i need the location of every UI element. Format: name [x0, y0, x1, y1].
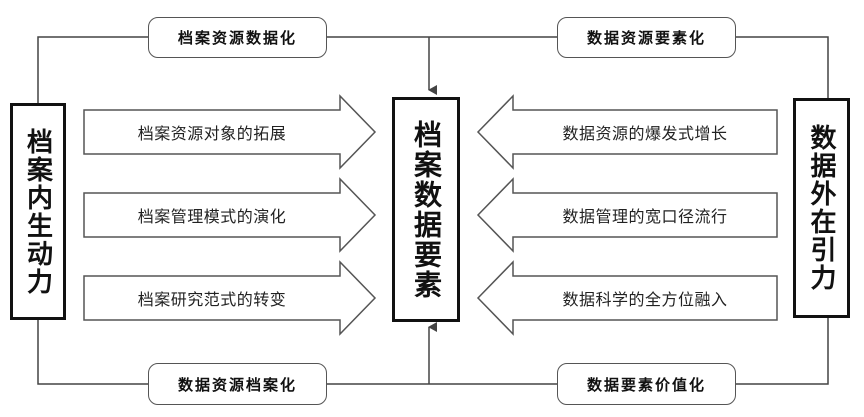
- top-connector-line: [37, 36, 829, 103]
- right-arrow-1-shape: [476, 94, 778, 170]
- left-arrow-3-label: 档案研究范式的转变: [137, 290, 287, 309]
- left-arrow-1-label: 档案资源对象的拓展: [137, 124, 287, 143]
- right-arrow-3-label: 数据科学的全方位融入: [562, 290, 728, 309]
- top-left-pill: 档案资源数据化: [148, 17, 327, 58]
- top-right-pill: 数据资源要素化: [557, 17, 736, 58]
- center-box-label: 档案数据要素: [410, 119, 443, 300]
- center-box: 档案数据要素: [392, 97, 460, 322]
- right-arrow-2-label: 数据管理的宽口径流行: [562, 207, 728, 226]
- bottom-connector-line: [37, 318, 829, 385]
- bottom-left-pill: 数据资源档案化: [148, 363, 327, 405]
- bottom-right-pill: 数据要素价值化: [557, 363, 736, 405]
- right-box: 数据外在引力: [793, 98, 850, 318]
- left-box-label: 档案内生动力: [22, 127, 53, 296]
- left-arrow-3-shape: [83, 260, 377, 336]
- right-arrow-1-label: 数据资源的爆发式增长: [562, 124, 728, 143]
- left-box: 档案内生动力: [10, 103, 66, 320]
- right-box-label: 数据外在引力: [806, 124, 836, 292]
- right-arrow-2-shape: [476, 177, 778, 253]
- left-arrow-1-shape: [83, 94, 377, 170]
- right-arrow-3-shape: [476, 260, 778, 336]
- left-arrow-2-shape: [83, 177, 377, 253]
- left-arrow-2-label: 档案管理模式的演化: [137, 207, 287, 226]
